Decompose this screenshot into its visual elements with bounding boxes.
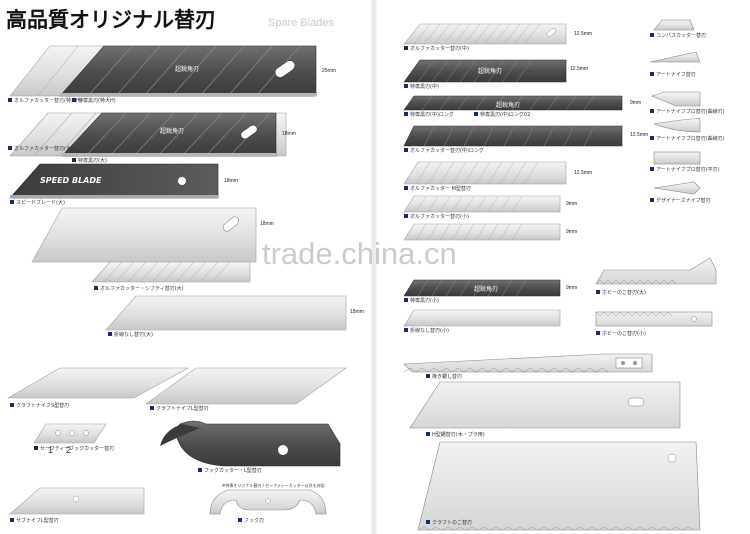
caption: ホビーのこ替刃(小): [596, 331, 646, 337]
caption: オルファカッター M型替刃: [404, 186, 471, 192]
caption: アートナイフ替刃: [650, 72, 696, 78]
dim-label: 9mm: [630, 100, 642, 106]
caption: 折線なし替刃(小): [404, 328, 449, 334]
blade-art-pro-flat: [653, 151, 701, 165]
dim-label: 18mm: [350, 309, 364, 315]
blade-olfa-m-long: [403, 161, 567, 185]
dim-label: 12.5mm: [574, 31, 593, 37]
dim-label: 12.5mm: [630, 132, 649, 138]
caption: 特専黒刃(中): [404, 84, 439, 90]
caption: 特専黒刃(中)ロング02: [474, 112, 530, 118]
saw-h-type: [409, 381, 681, 429]
caption: 挽き鋸し替刃: [426, 374, 462, 380]
blade-shifty: [31, 207, 257, 263]
blade-no-snap-s: [403, 309, 561, 327]
caption: 折線なし替刃(大): [108, 332, 153, 338]
caption: オルファカッター替刃(特大H): [8, 98, 82, 104]
page-subtitle: Spare Blades: [268, 17, 335, 29]
blade-label: 超鋭角刃: [160, 128, 185, 135]
caption: デザイナーズナイフ替刃: [650, 198, 711, 204]
blade-black-m-long02: [403, 125, 623, 147]
caption: 特専黒刃(大): [72, 158, 107, 164]
blade-art-pro-curved2: [652, 117, 701, 133]
dim-label: 9mm: [566, 201, 578, 207]
caption: アートナイフプロ替刃(曲線刃): [650, 136, 725, 142]
caption: スピードブレード(大): [10, 200, 65, 206]
caption: オルファカッター・シフティ替刃(大): [94, 286, 184, 292]
blade-black-xl: [59, 45, 317, 97]
dim-label: 12.5mm: [570, 66, 589, 72]
dim-label: 18mm: [260, 221, 274, 227]
caption: 特専黒刃(小): [404, 298, 439, 304]
saw-hobby-small: [595, 311, 713, 327]
dim-label: 18mm: [224, 178, 238, 184]
caption: ホビーのこ替刃(大): [596, 290, 646, 296]
blade-art-pro-curved: [651, 91, 701, 107]
safety-number: 1: [48, 445, 54, 455]
caption: フック刃: [238, 518, 264, 524]
blade-no-snap: [105, 295, 347, 331]
blade-black-m-long: [403, 95, 623, 111]
caption: 特専黒刃(特大H): [72, 98, 116, 104]
page-spine: [371, 0, 377, 534]
blade-black-l: [61, 112, 277, 157]
blade-black-m: [403, 59, 567, 83]
blade-sub-knife: [9, 487, 145, 515]
safety-number: 2: [66, 445, 72, 455]
dim-label: 25mm: [322, 68, 336, 74]
caption: コンパスカッター替刃: [650, 33, 706, 39]
blade-craft-l: [145, 367, 347, 405]
dim-label: 9mm: [566, 229, 578, 235]
blade-label: 超鋭角刃: [478, 68, 503, 75]
caption: アートナイフプロ替刃(曲線刃): [650, 109, 725, 115]
blade-art: [649, 51, 701, 63]
hook-note: ※特専オリジナル替刃 / セーフティーカッター以外も対応: [222, 483, 325, 488]
watermark: trade.china.cn: [262, 236, 457, 271]
saw-craft: [417, 441, 701, 531]
caption: オルファカッター替刃(中): [404, 46, 469, 52]
dim-label: 9mm: [566, 285, 578, 291]
blade-compass: [653, 19, 695, 31]
caption: フックカッター・L型替刃: [198, 468, 262, 474]
caption: サブナイフL型替刃: [10, 518, 59, 524]
blade-craft-s: [6, 367, 190, 399]
blade-hook-small: [209, 489, 327, 515]
caption: セーフティーフックカッター替刃: [34, 446, 114, 452]
page-title: 高品質オリジナル替刃: [6, 8, 216, 32]
blade-safety: [33, 423, 107, 444]
caption: オルファカッター替刃(大): [8, 146, 73, 152]
blade-designers: [653, 181, 701, 195]
blade-black-s: [403, 279, 561, 297]
caption: アートナイフプロ替刃(平刃): [650, 167, 720, 173]
blade-olfa-s: [403, 223, 561, 241]
saw-pull: [403, 353, 653, 373]
caption: H型鋸替刃(木・プラ用): [426, 432, 485, 438]
blade-label: 超鋭角刃: [474, 286, 499, 293]
blade-hook: [160, 420, 341, 467]
dim-label: 18mm: [282, 131, 296, 137]
speed-blade-text: SPEED BLADE: [40, 176, 102, 185]
caption: クラフトナイフL型替刃: [150, 406, 209, 412]
caption: オルファカッター替刃(中)ロング: [404, 148, 484, 154]
saw-hobby-large: [595, 257, 717, 285]
caption: クラフトのこ替刃: [426, 520, 472, 526]
dim-label: 12.5mm: [574, 170, 593, 176]
blade-label: 超鋭角刃: [496, 102, 521, 109]
blade-olfa-m: [403, 23, 567, 45]
blade-olfa-m-type: [403, 195, 561, 213]
blade-label: 超鋭角刃: [175, 66, 200, 73]
blade-shifty-snap: [91, 261, 251, 283]
caption: クラフトナイフS型替刃: [10, 403, 69, 409]
blade-speed: [9, 163, 219, 199]
caption: オルファカッター替刃(小): [404, 214, 469, 220]
caption: 特専黒刃(中)ロング: [404, 112, 454, 118]
